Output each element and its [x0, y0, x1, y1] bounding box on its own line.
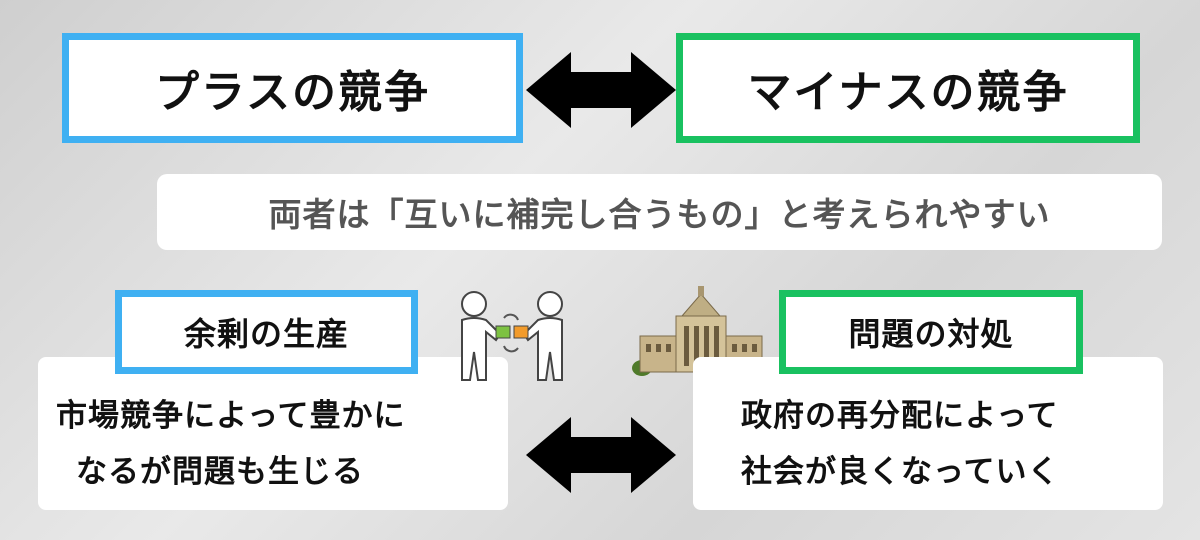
exchange-people-icon [461, 291, 563, 381]
negative-competition-label: マイナスの競争 [747, 67, 1069, 118]
positive-competition-box: プラスの競争 [62, 33, 523, 143]
negative-competition-box: マイナスの競争 [676, 33, 1140, 143]
complement-note: 両者は「互いに補完し合うもの」と考えられやすい [157, 174, 1162, 250]
response-title: 問題の対処 [848, 315, 1014, 353]
surplus-title: 余剰の生産 [183, 315, 349, 353]
response-title-box: 問題の対処 [779, 290, 1083, 374]
surplus-line-1: 市場競争によって豊かに [56, 397, 406, 434]
response-line-1: 政府の再分配によって [741, 397, 1059, 434]
surplus-title-box: 余剰の生産 [115, 290, 418, 374]
surplus-panel: 市場競争によって豊かに なるが問題も生じる [38, 357, 508, 510]
complement-note-text: 両者は「互いに補完し合うもの」と考えられやすい [268, 195, 1051, 234]
surplus-line-2: なるが問題も生じる [76, 453, 364, 490]
response-panel: 政府の再分配によって 社会が良くなっていく [693, 357, 1163, 510]
positive-competition-label: プラスの競争 [154, 67, 431, 118]
double-arrow-icon [526, 52, 676, 128]
response-line-2: 社会が良くなっていく [741, 453, 1060, 490]
double-arrow-icon [526, 417, 676, 493]
